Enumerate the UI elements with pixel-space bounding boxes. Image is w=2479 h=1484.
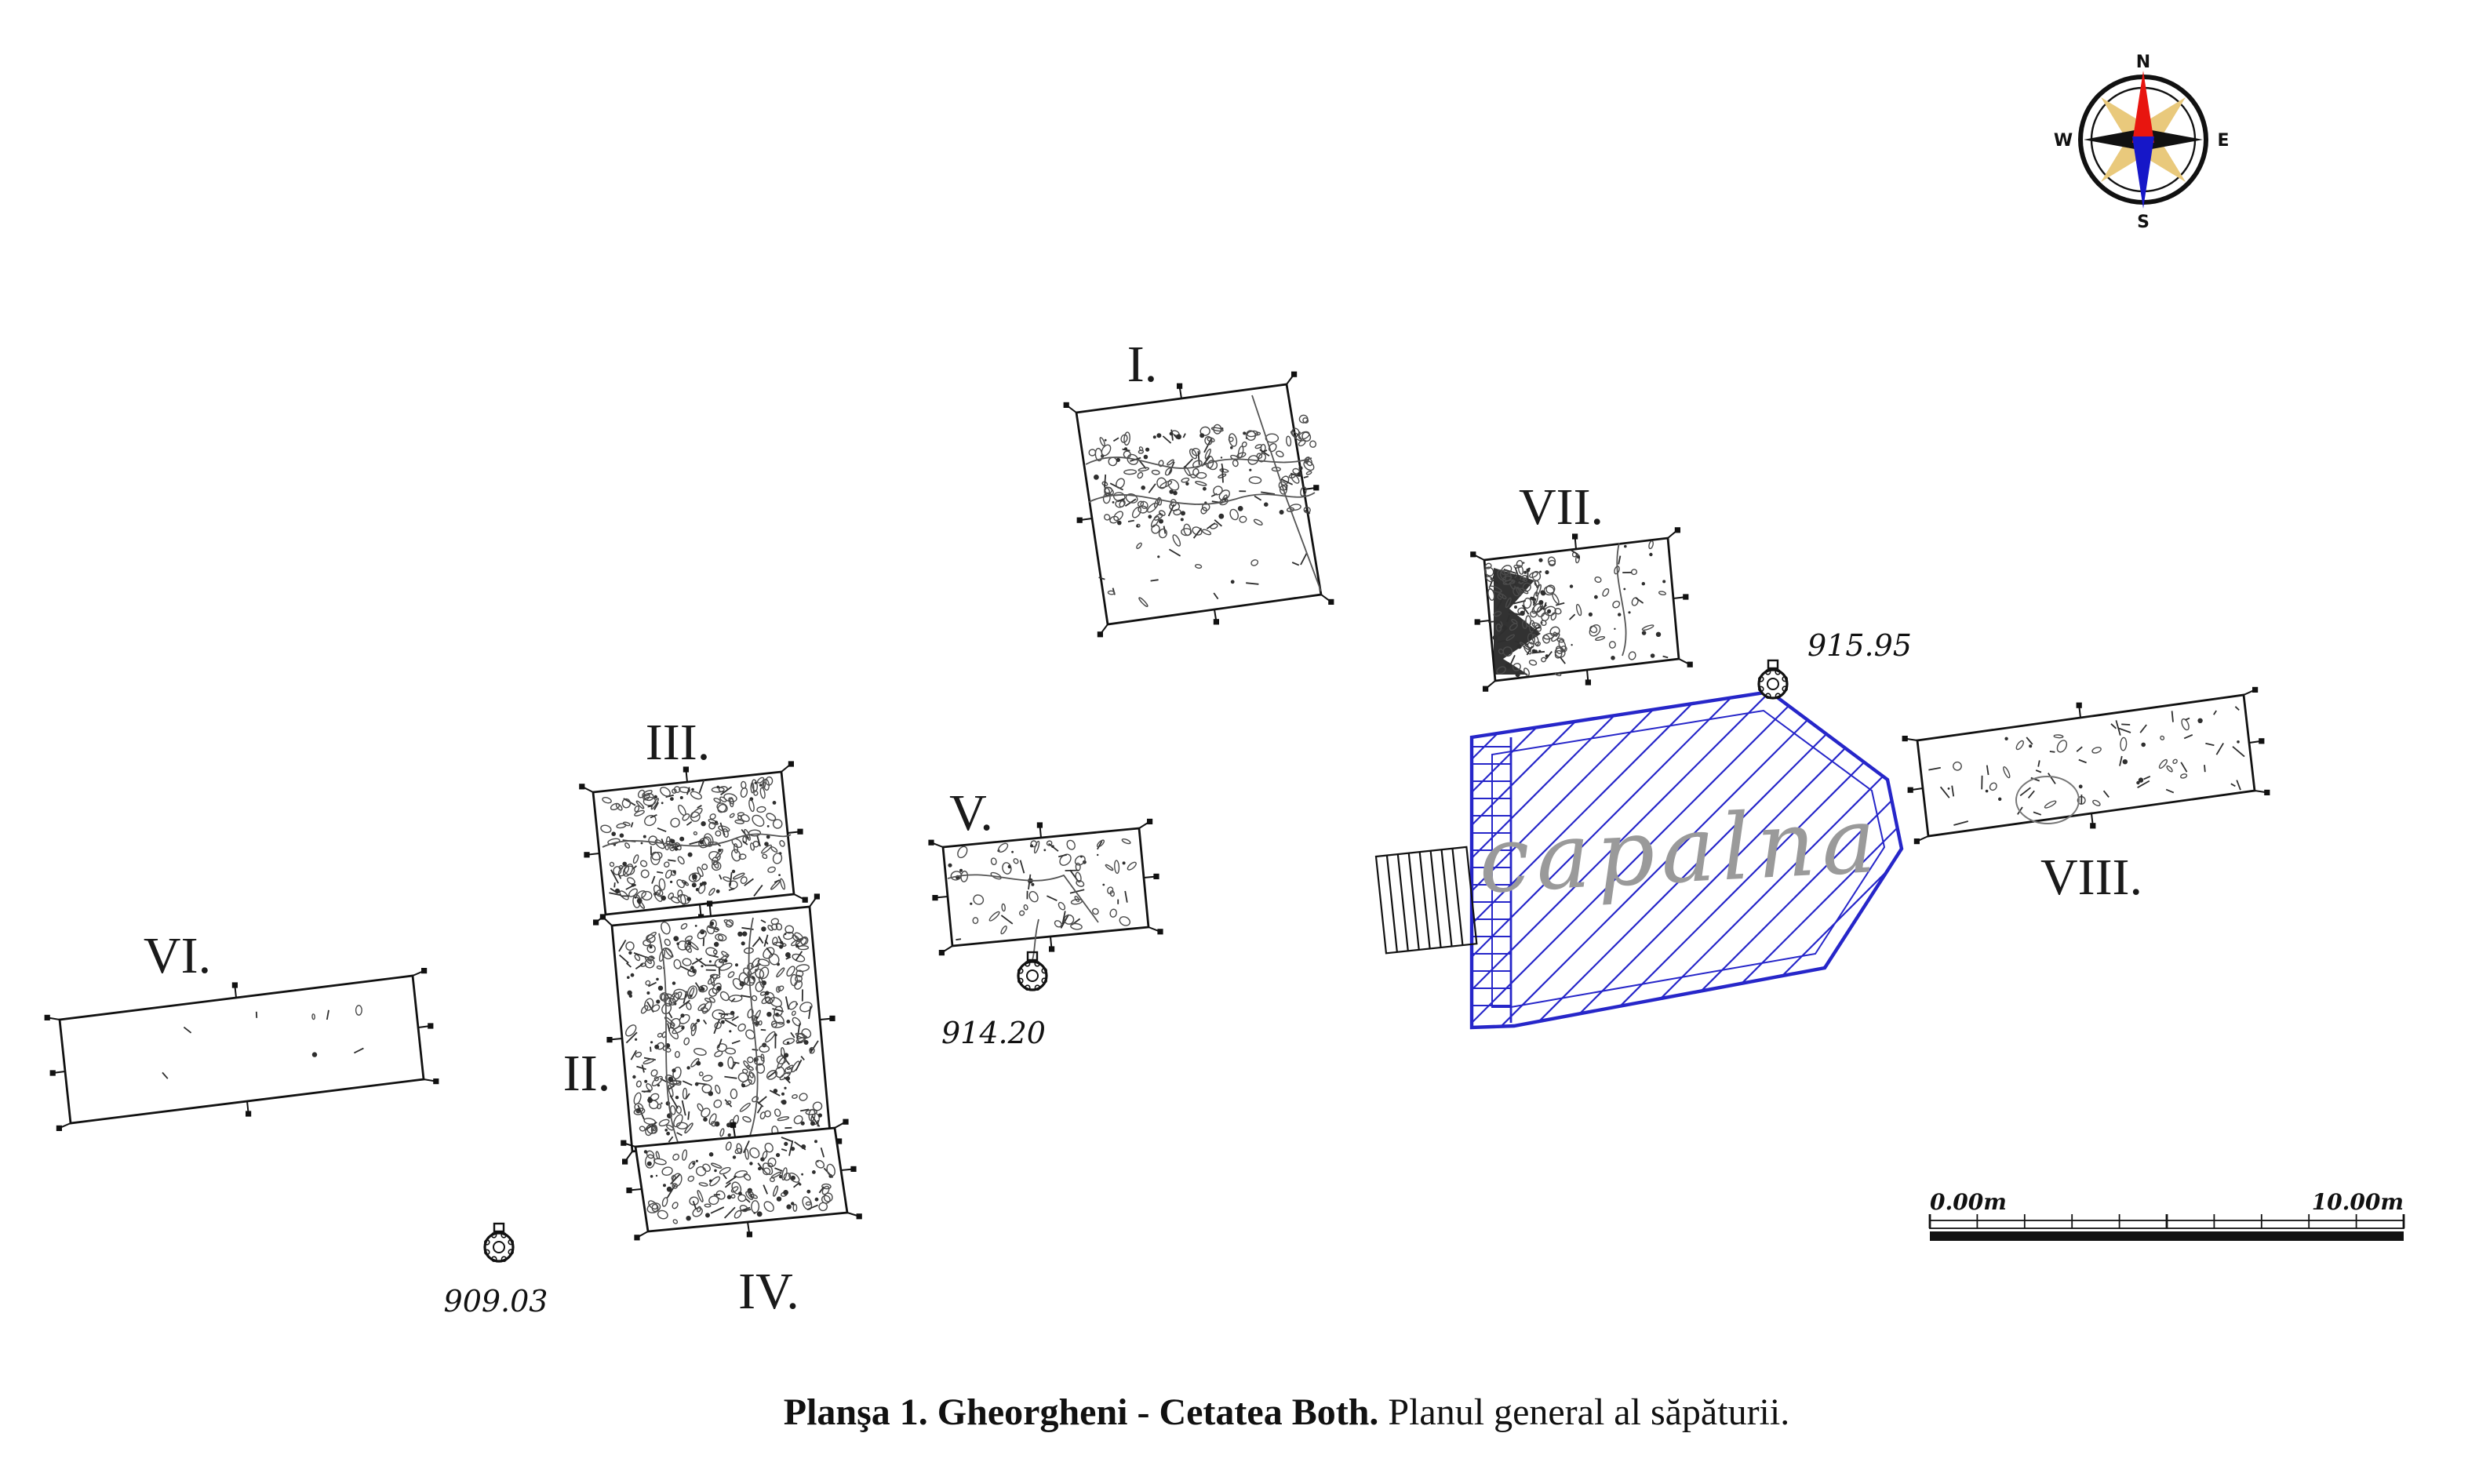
stone-scatter: [618, 918, 823, 1143]
trench-viii-label: VIII.: [2040, 849, 2142, 906]
trench-v: [928, 818, 1163, 961]
trench-vii-label: VII.: [1519, 478, 1604, 536]
trench-viii: [1902, 686, 2270, 845]
compass-north-needle-icon: [2132, 71, 2154, 143]
trench-ii-label: II.: [563, 1045, 610, 1102]
compass-se-point-icon: [2143, 140, 2186, 182]
trench-v-label: V.: [949, 784, 993, 842]
capalna-site-label: capalna: [1476, 787, 1884, 915]
stone-scatter: [1568, 540, 1669, 660]
trench-vii: [1470, 527, 1693, 692]
figure-caption-bold: Planşa 1. Gheorgheni - Cetatea Both.: [784, 1391, 1379, 1433]
elevation-label-915-95: 915.95: [1807, 628, 1912, 663]
stone-scatter: [1928, 706, 2245, 826]
trenches-layer: [44, 371, 2270, 1241]
scalebar-zero-label: 0.00m: [1930, 1189, 2007, 1215]
round-feature: [2015, 776, 2080, 824]
compass-south-needle-icon: [2132, 136, 2154, 209]
compass-n-label: N: [2136, 53, 2150, 72]
stone-scatter: [1484, 556, 1567, 678]
figure-caption: Planşa 1. Gheorgheni - Cetatea Both. Pla…: [784, 1391, 1789, 1433]
elevation-marker-914-20: [1017, 951, 1048, 991]
trench-iv: [621, 1118, 862, 1241]
compass-w-label: W: [2054, 131, 2073, 151]
trench-vi: [44, 968, 439, 1131]
stone-scatter: [948, 838, 1137, 941]
trench-iv-label: IV.: [738, 1263, 799, 1320]
compass-s-label: S: [2137, 213, 2150, 232]
figure-caption-regular: Planul general al săpăturii.: [1378, 1391, 1789, 1433]
elevation-marker-915-95: [1757, 659, 1789, 700]
trench-iii-label: III.: [646, 714, 710, 771]
compass-rose: N E S W: [2054, 53, 2230, 232]
compass-sw-point-icon: [2101, 140, 2143, 182]
elevation-label-909-03: 909.03: [444, 1284, 548, 1319]
compass-nw-point-icon: [2101, 97, 2143, 140]
capalna-inner-outline: [1491, 709, 1886, 1008]
rampart-section-hatch: [1374, 846, 1478, 955]
scale-bar: 0.00m 10.00m: [1928, 1189, 2405, 1241]
elevation-label-914-20: 914.20: [941, 1016, 1046, 1050]
stone-scatter: [600, 776, 786, 909]
capalna-outline: [1469, 689, 1904, 1030]
compass-ne-point-icon: [2143, 97, 2186, 140]
trench-iii: [579, 761, 808, 926]
elevation-marker-909-03: [483, 1222, 515, 1263]
scalebar-ten-label: 10.00m: [2312, 1189, 2404, 1215]
stone-scatter: [643, 1137, 835, 1224]
trench-vi-label: VI.: [144, 927, 211, 984]
trench-i-label: I.: [1127, 336, 1157, 393]
stone-scatter: [1098, 548, 1308, 607]
elevation-markers-layer: [483, 659, 1789, 1263]
compass-e-label: E: [2217, 131, 2229, 151]
trench-ii: [599, 893, 843, 1165]
trench-i: [1063, 371, 1334, 638]
stone-scatter: [162, 1005, 364, 1079]
